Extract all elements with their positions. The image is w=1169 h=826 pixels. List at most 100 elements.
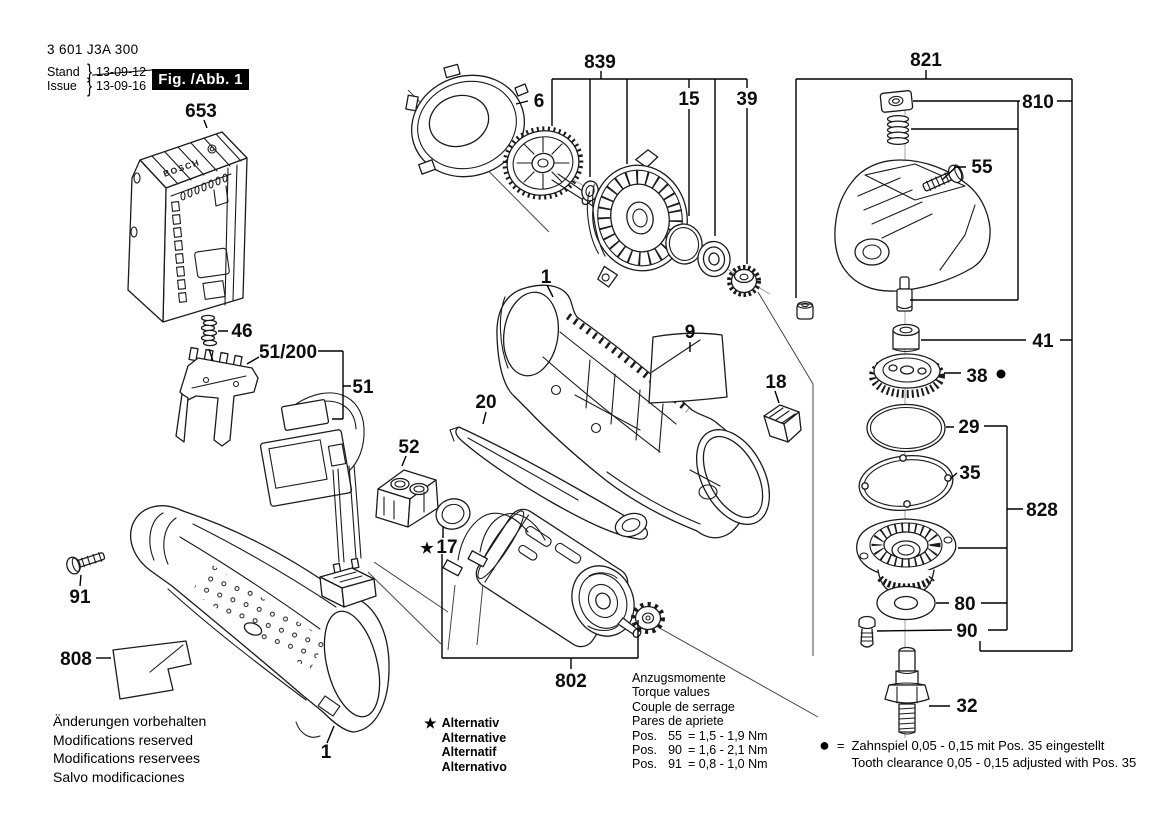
pinion-gear-39 <box>727 265 761 297</box>
bearing-sleeve-41 <box>892 323 920 353</box>
callout-51: 51 <box>352 377 374 398</box>
torque-value: = 1,6 - 2,1 Nm <box>688 743 768 758</box>
figure-title-box: Fig. /Abb. 1 <box>152 69 249 90</box>
callout-55: 55 <box>971 157 993 178</box>
callout-17: 17 <box>436 537 457 558</box>
screw-55 <box>922 164 964 192</box>
label-sticker-9 <box>648 332 728 404</box>
callout-6: 6 <box>534 91 545 112</box>
star-icon: ★ <box>424 715 437 731</box>
rubber-sleeve <box>796 301 814 320</box>
torque-pos-label: Pos. <box>632 757 658 772</box>
callout-653: 653 <box>185 101 217 122</box>
washer-80 <box>876 585 936 621</box>
callout-80: 80 <box>954 594 975 615</box>
callout-51-200: 51/200 <box>259 342 317 363</box>
torque-heading: Pares de apriete <box>632 714 724 729</box>
o-ring-15 <box>665 223 703 265</box>
reserved-line: Modifications reserved <box>53 731 194 748</box>
torque-pos-label: Pos. <box>632 743 658 758</box>
switch-block-52 <box>375 469 439 528</box>
reserved-line: Änderungen vorbehalten <box>53 713 207 729</box>
torque-heading: Torque values <box>632 685 710 700</box>
modifications-reserved-block: Änderungen vorbehalten Modifications res… <box>53 712 206 786</box>
wire-slider-block <box>319 557 377 608</box>
bearing-plate <box>586 149 703 288</box>
trim-rail-20 <box>449 426 649 540</box>
reserved-line: Salvo modificaciones <box>53 768 185 785</box>
battery-slot-column <box>171 201 188 303</box>
callout-1-upper: 1 <box>541 267 552 288</box>
alternative-line: Alternativ <box>441 716 500 730</box>
alternative-line: Alternatif <box>441 745 497 759</box>
torque-pos-label: Pos. <box>632 728 658 743</box>
ball-bearing <box>697 240 731 278</box>
torque-pos-number: 90 <box>668 743 682 758</box>
figure-label: Fig. /Abb. 1 <box>158 71 243 88</box>
screw-91 <box>66 552 106 575</box>
callout-839: 839 <box>584 52 616 73</box>
equals-sign: = <box>836 738 845 753</box>
torque-values-block: Anzugsmomente Torque values Couple de se… <box>632 671 768 772</box>
callout-9: 9 <box>685 322 696 343</box>
torque-value: = 1,5 - 1,9 Nm <box>688 728 768 743</box>
stand-label: Stand <box>47 65 80 79</box>
rib-row <box>565 313 691 413</box>
callout-39: 39 <box>736 89 757 110</box>
contact-plate-51-200 <box>175 346 259 447</box>
callout-41: 41 <box>1032 331 1054 352</box>
electronics-module-51 <box>259 392 377 608</box>
torque-row: Pos. 55 = 1,5 - 1,9 Nm <box>632 729 768 743</box>
battery-pack: BOSCH <box>127 131 248 323</box>
torque-row: Pos. 90 = 1,6 - 2,1 Nm <box>632 743 768 757</box>
bullet-icon: ● <box>819 735 830 755</box>
vent-dots-region <box>192 562 326 670</box>
detent-pin <box>896 276 913 312</box>
label-sticker-808 <box>112 640 192 700</box>
callout-32: 32 <box>956 696 977 717</box>
o-ring-29 <box>866 403 946 453</box>
square-nut <box>879 90 914 113</box>
torque-value: = 0,8 - 1,0 Nm <box>688 757 768 772</box>
callout-810: 810 <box>1022 92 1054 113</box>
callout-828: 828 <box>1026 500 1058 521</box>
battery-rib-band <box>151 133 242 185</box>
issue-label: Issue <box>47 78 77 93</box>
insulating-ring-17 <box>435 498 471 530</box>
callout-808: 808 <box>60 649 92 670</box>
tooth-clearance-dot-marker <box>996 369 1006 379</box>
alternative-line: Alternative <box>441 730 507 745</box>
stand-date-struck: 13-09-12 <box>96 65 147 79</box>
slider-button-18 <box>763 404 802 443</box>
callout-29: 29 <box>958 417 979 438</box>
callout-821: 821 <box>910 50 942 71</box>
coil-spring <box>886 114 910 146</box>
brace-glyph: } <box>87 60 93 84</box>
callout-labels: 653 839 821 6 15 39 810 55 41 38 29 35 8… <box>60 50 1058 763</box>
brace-glyph: } <box>87 74 93 98</box>
spring-46 <box>200 314 218 347</box>
fan-cover-6 <box>405 63 529 178</box>
alternative-note-block: ★ Alternativ Alternative Alternatif Alte… <box>424 716 507 774</box>
wire-connector <box>442 559 463 577</box>
callout-1-lower: 1 <box>321 742 332 763</box>
callout-18: 18 <box>765 372 786 393</box>
clearance-line: Tooth clearance 0,05 - 0,15 adjusted wit… <box>851 754 1137 770</box>
star-icon: ★ <box>420 540 434 557</box>
clearance-line: Zahnspiel 0,05 - 0,15 mit Pos. 35 einges… <box>851 738 1105 753</box>
torque-pos-number: 55 <box>668 728 682 743</box>
document-part-number: 3 601 J3A 300 <box>47 42 139 57</box>
callout-802: 802 <box>555 671 587 692</box>
torque-heading: Couple de serrage <box>632 699 735 714</box>
callout-20: 20 <box>475 392 496 413</box>
alternative-line: Alternativo <box>441 759 507 774</box>
issue-date: 13-09-16 <box>96 78 147 93</box>
callout-35: 35 <box>959 463 981 484</box>
callout-38: 38 <box>966 366 987 387</box>
callout-46: 46 <box>231 321 252 342</box>
tooth-clearance-note: ● = Zahnspiel 0,05 - 0,15 mit Pos. 35 ei… <box>819 735 1137 771</box>
screw-90 <box>858 615 876 648</box>
torque-heading: Anzugsmomente <box>632 671 726 685</box>
callout-52: 52 <box>398 437 419 458</box>
